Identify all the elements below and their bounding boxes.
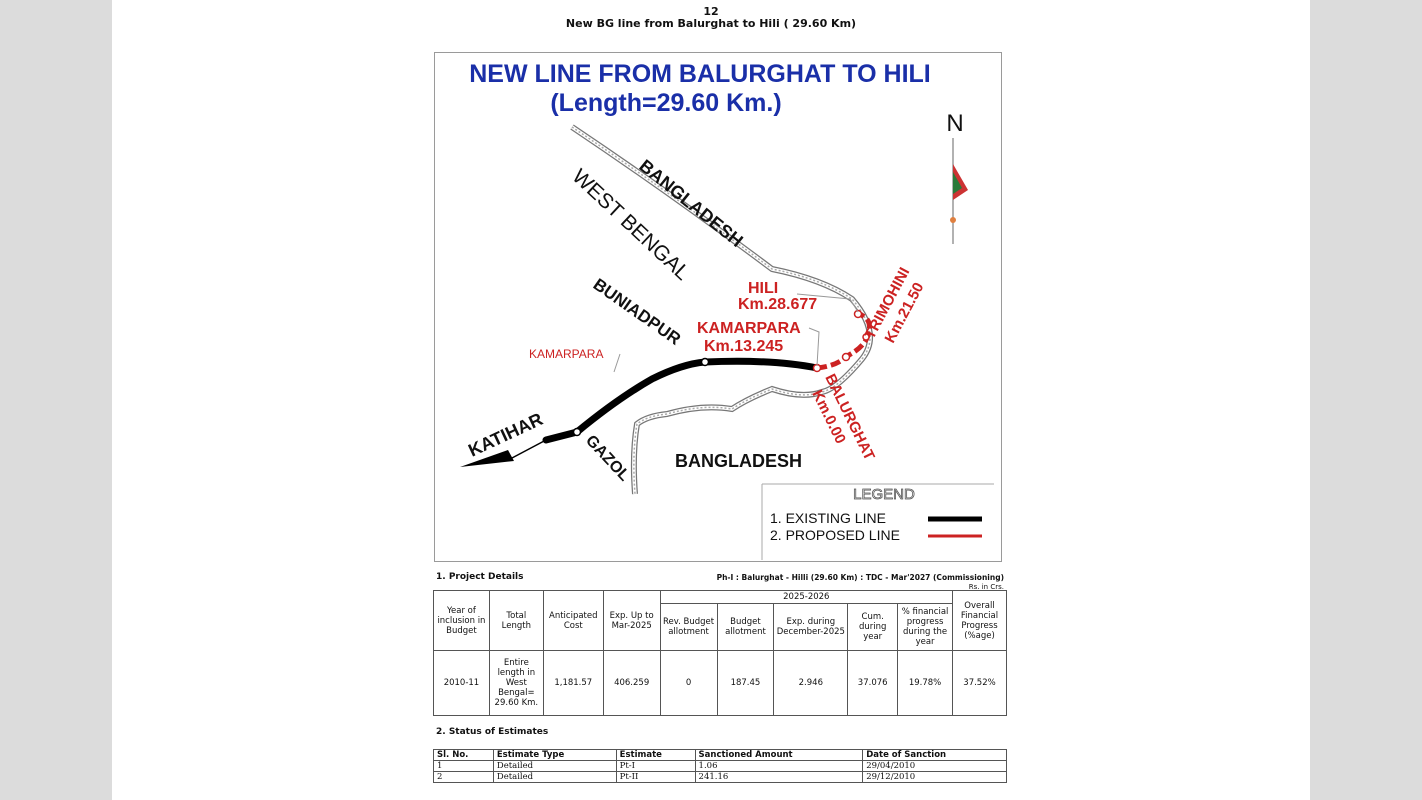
cell-pct-fin: 19.78% bbox=[897, 650, 953, 716]
est-col-slno: Sl. No. bbox=[433, 749, 494, 761]
route-map: NEW LINE FROM BALURGHAT TO HILI (Length=… bbox=[434, 52, 1002, 562]
cell-exp-during: 2.946 bbox=[773, 650, 849, 716]
cell-year: 2010-11 bbox=[433, 650, 490, 716]
map-legend: LEGEND 1. EXISTING LINE 2. PROPOSED LINE bbox=[761, 483, 994, 560]
station-kamarpara: KAMARPARA bbox=[697, 320, 801, 337]
north-arrow-icon bbox=[950, 138, 968, 244]
col-exp-upto: Exp. Up to Mar-2025 bbox=[602, 590, 661, 651]
legend-proposed: 2. PROPOSED LINE bbox=[770, 527, 900, 543]
cell-cost: 1,181.57 bbox=[542, 650, 604, 716]
est-cell: 2 bbox=[433, 771, 494, 783]
est-cell: Pt-II bbox=[615, 771, 696, 783]
table-row: 2 Detailed Pt-II 241.16 29/12/2010 bbox=[433, 771, 1007, 783]
col-pct-fin: % financial progress during the year bbox=[897, 603, 953, 651]
col-overall: Overall Financial Progress (%age) bbox=[952, 590, 1007, 651]
est-cell: 29/12/2010 bbox=[862, 771, 1007, 783]
est-cell: 1.06 bbox=[694, 760, 864, 772]
section-estimates-title: 2. Status of Estimates bbox=[436, 727, 549, 737]
col-length: Total Length bbox=[488, 590, 544, 651]
map-title-line1: NEW LINE FROM BALURGHAT TO HILI bbox=[469, 60, 931, 88]
col-budget: Budget allotment bbox=[716, 603, 775, 651]
est-col-amount: Sanctioned Amount bbox=[694, 749, 864, 761]
estimates-table: Sl. No. Estimate Type Estimate Sanctione… bbox=[433, 749, 1007, 783]
units-note: Rs. in Crs. bbox=[968, 583, 1004, 591]
est-cell: Pt-I bbox=[615, 760, 696, 772]
cell-overall: 37.52% bbox=[952, 650, 1007, 716]
north-label: N bbox=[946, 110, 963, 137]
est-cell: Detailed bbox=[492, 771, 617, 783]
legend-title: LEGEND bbox=[853, 486, 915, 503]
est-col-estimate: Estimate bbox=[615, 749, 696, 761]
region-bangladesh-south: BANGLADESH bbox=[675, 451, 802, 471]
col-year: Year of inclusion in Budget bbox=[433, 590, 490, 651]
page-title: New BG line from Balurghat to Hili ( 29.… bbox=[565, 17, 857, 30]
international-border bbox=[570, 124, 873, 495]
route-map-drawing: NEW LINE FROM BALURGHAT TO HILI (Length=… bbox=[460, 60, 994, 560]
station-kamarpara-small: KAMARPARA bbox=[529, 347, 603, 361]
project-details-table: Year of inclusion in Budget Total Length… bbox=[433, 590, 1007, 716]
table-row: 1 Detailed Pt-I 1.06 29/04/2010 bbox=[433, 760, 1007, 772]
legend-existing: 1. EXISTING LINE bbox=[770, 510, 886, 526]
cell-cum: 37.076 bbox=[847, 650, 899, 716]
page-number: 12 bbox=[703, 5, 719, 18]
est-cell: 29/04/2010 bbox=[862, 760, 1007, 772]
est-cell: 241.16 bbox=[694, 771, 864, 783]
document-page: 12 New BG line from Balurghat to Hili ( … bbox=[112, 0, 1310, 800]
cell-budget: 187.45 bbox=[716, 650, 775, 716]
label-leaders bbox=[613, 293, 859, 373]
station-kamarpara-km: Km.13.245 bbox=[704, 338, 783, 355]
station-hili-km: Km.28.677 bbox=[738, 296, 817, 313]
section-project-details-title: 1. Project Details bbox=[436, 572, 524, 582]
col-cum: Cum. during year bbox=[847, 603, 899, 651]
phase-info: Ph-I : Balurghat - Hilli (29.60 Km) : TD… bbox=[716, 573, 1004, 582]
existing-line bbox=[460, 357, 821, 467]
station-hili: HILI bbox=[748, 280, 778, 297]
col-exp-during: Exp. during December-2025 bbox=[773, 603, 849, 651]
est-cell: 1 bbox=[433, 760, 494, 772]
cell-length: Entire length in West Bengal= 29.60 Km. bbox=[488, 650, 544, 716]
col-fy: 2025-2026 bbox=[659, 590, 954, 604]
station-gazol: GAZOL bbox=[582, 432, 633, 485]
station-buniadpur: BUNIADPUR bbox=[590, 275, 684, 349]
cell-exp-upto: 406.259 bbox=[602, 650, 661, 716]
table-row: 2010-11 Entire length in West Bengal= 29… bbox=[433, 650, 1007, 716]
col-rev-budget: Rev. Budget allotment bbox=[659, 603, 718, 651]
est-col-type: Estimate Type bbox=[492, 749, 617, 761]
col-cost: Anticipated Cost bbox=[542, 590, 604, 651]
cell-rev-budget: 0 bbox=[659, 650, 718, 716]
est-col-date: Date of Sanction bbox=[862, 749, 1007, 761]
est-cell: Detailed bbox=[492, 760, 617, 772]
map-title-line2: (Length=29.60 Km.) bbox=[550, 89, 781, 117]
